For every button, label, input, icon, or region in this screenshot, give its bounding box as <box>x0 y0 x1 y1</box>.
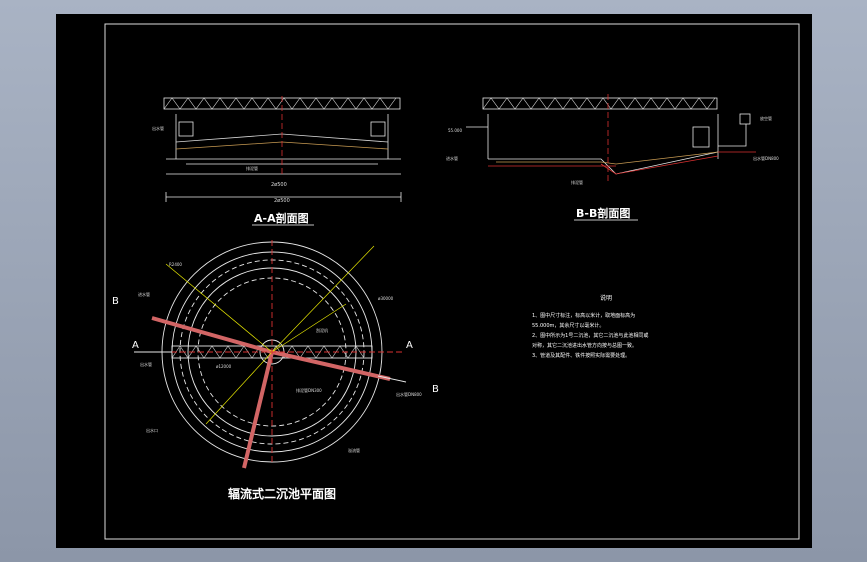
plan-label-bridge: 刮泥机 <box>316 327 328 333</box>
bb-label-valve: 放空管 <box>760 115 772 121</box>
plan-label-outlet: 出水管DN800 <box>396 391 422 397</box>
drawing-sheet: 2ø500 2ø500 出水管 排泥管 A-A剖面图 <box>56 14 812 548</box>
notes-line-3: 2、图中所示为1号二沉池，其它二沉池与此池相同或 <box>532 332 648 339</box>
aa-label-b: 排泥管 <box>246 165 258 171</box>
plan-label-r1: R2400 <box>169 262 182 267</box>
plan-label-dia: ø12000 <box>216 364 232 369</box>
plan-label-overflow: 溢流管 <box>348 447 360 453</box>
plan-label-sludge: 排泥管DN300 <box>296 387 322 393</box>
aa-title: A-A剖面图 <box>254 211 309 225</box>
notes-line-1: 1、图中尺寸标注，标高以米计，取地面标高为 <box>532 312 635 319</box>
section-mark-a-right: A <box>406 340 413 351</box>
section-bb <box>466 94 756 182</box>
bb-label-in: 进水管 <box>446 155 458 161</box>
plan-label-inlet2: 出水管 <box>140 361 152 367</box>
drawing-canvas: 2ø500 2ø500 出水管 排泥管 A-A剖面图 <box>104 23 800 540</box>
plan-label-weir: 出水口 <box>146 427 158 433</box>
inner-frame <box>104 23 800 540</box>
aa-dim-label-2: 2ø500 <box>274 198 290 204</box>
notes-line-4: 对称，其它二沉池进出水管方向按与总图一致。 <box>532 342 637 349</box>
plan-label-inlet: 进水管 <box>138 291 150 297</box>
bb-label-ground: 55.000 <box>448 128 462 133</box>
section-mark-b-right: B <box>432 384 439 395</box>
notes-line-2: 55.000m，其余尺寸以毫米计。 <box>532 322 604 329</box>
notes-block: 说明 1、图中尺寸标注，标高以米计，取地面标高为 55.000m，其余尺寸以毫米… <box>532 294 648 359</box>
plan-label-r2: ø30000 <box>378 296 394 301</box>
section-mark-a-left: A <box>132 340 139 351</box>
aa-label-a: 出水管 <box>152 125 164 131</box>
section-mark-b-left: B <box>112 296 119 307</box>
plan-view <box>134 240 407 469</box>
bb-label-out: 出水管DN800 <box>753 155 779 161</box>
bb-label-sludge: 排泥管 <box>571 179 583 185</box>
bb-title: B-B剖面图 <box>576 206 630 220</box>
section-aa <box>163 96 402 202</box>
aa-dim-label: 2ø500 <box>271 182 287 188</box>
plan-title: 辐流式二沉池平面图 <box>228 486 336 501</box>
notes-line-5: 3、管道及其配件、铁件按照实际需要处理。 <box>532 352 630 359</box>
notes-heading: 说明 <box>600 294 612 302</box>
